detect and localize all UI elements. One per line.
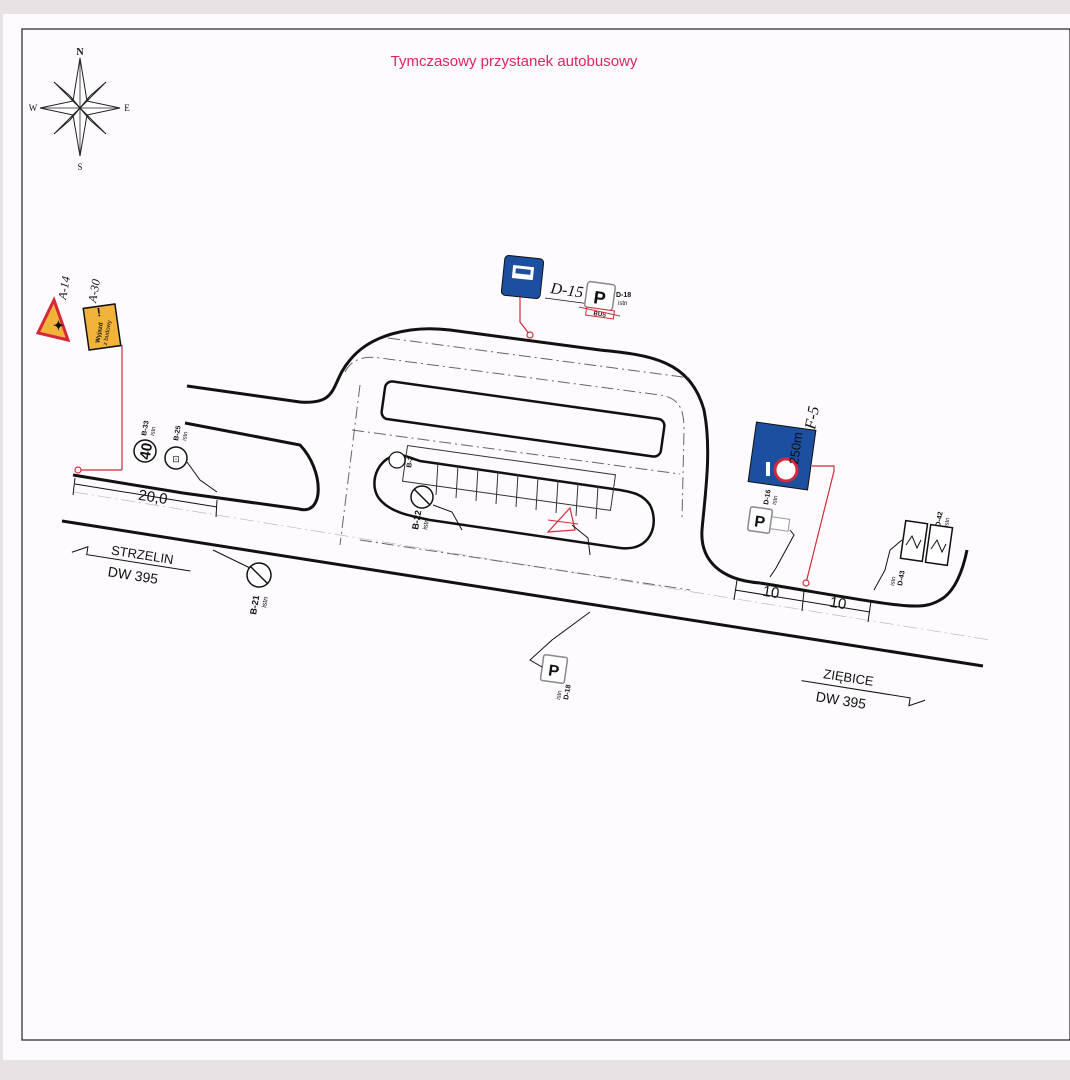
sign-d18-top-plate: BUS (593, 311, 606, 319)
compass-w: W (29, 103, 38, 113)
paper (3, 14, 1070, 1060)
no-entry-icon (388, 451, 406, 469)
sign-b25-note: istn (182, 431, 190, 441)
direction-strzelin: STRZELIN DW 395 (71, 543, 191, 587)
sign-d42-note: istn (944, 517, 952, 527)
compass-s: S (77, 162, 82, 172)
svg-text:40: 40 (137, 442, 157, 461)
sign-d16: P D-16 istn (746, 489, 795, 578)
sign-b33-code: B-33 (141, 420, 151, 436)
dimension-right: 10 10 (733, 579, 872, 623)
sign-b22: B-22 istn (410, 485, 463, 530)
compass-rose: N S W E (29, 47, 131, 172)
no-overtaking-icon (164, 446, 188, 470)
main-road (61, 421, 991, 668)
sign-d43-note: istn (890, 576, 898, 586)
sign-f5: 250m F-5 (747, 405, 835, 587)
speed-limit-icon (133, 439, 157, 463)
sign-d15-code: D-15 (548, 280, 584, 302)
traffic-island (380, 380, 666, 458)
sign-d18-top: P BUS D-18 istn (578, 280, 631, 320)
sign-b33-b25: 40 ⊡ B-33 istn B-25 istn (133, 420, 218, 493)
dimension-left-label: 20,0 (137, 487, 169, 508)
sign-b22-code: B-22 (410, 509, 423, 530)
construction-exit-plate (82, 303, 122, 351)
direction-left-road: DW 395 (107, 563, 160, 587)
sign-b21: B-21 istn (212, 549, 272, 615)
a30-plate-line-2: z budowy (103, 320, 113, 346)
svg-text:⊡: ⊡ (172, 454, 180, 464)
compass-e: E (124, 103, 130, 113)
sign-d18-top-code: D-18 (616, 292, 631, 299)
sign-b2: B-2 (388, 451, 415, 469)
platform-marking (546, 506, 591, 556)
bus-bay-curb (186, 327, 761, 585)
direction-ziebice: ZIĘBICE DW 395 (801, 666, 926, 712)
direction-right-road: DW 395 (815, 688, 868, 712)
sign-d18-top-note: istn (618, 301, 627, 307)
sign-d42-d43: D-42 istn D-43 istn (873, 511, 954, 591)
sign-d18-bottom-code: D-18 (563, 684, 573, 700)
plan-title: Tymczasowy przystanek autobusowy (391, 53, 638, 70)
sign-b33-note: istn (150, 426, 158, 436)
svg-text:P: P (753, 513, 766, 531)
sign-a14-a30: ✦ ! Wyjazd z budowy A-14 A-30 (35, 275, 123, 474)
sign-f5-distance: 250m (786, 431, 805, 465)
sign-b21-code: B-21 (248, 594, 261, 615)
a30-plate-line-1: Wyjazd (95, 322, 105, 344)
bus-platform (373, 453, 655, 550)
sign-d42-code: D-42 (935, 511, 945, 527)
road-edge-north-right (759, 549, 969, 608)
sign-d16-code: D-16 (763, 489, 773, 505)
sign-d16-note: istn (772, 495, 780, 505)
sign-a14-code: A-14 (55, 275, 73, 301)
sign-d18-bottom-note: istn (556, 690, 564, 700)
bus-stop-ahead-sign-icon (747, 421, 817, 491)
svg-text:P: P (547, 662, 560, 680)
sign-d18-bottom: P D-18 istn (529, 611, 591, 700)
compass-n: N (76, 47, 84, 58)
lane-markings (339, 337, 691, 591)
dimension-right-b: 10 (828, 594, 847, 613)
warning-triangle-icon (35, 296, 71, 343)
drawing-frame (21, 28, 1070, 1041)
platform-hatching (401, 444, 617, 520)
sign-b21-note: istn (261, 596, 270, 608)
sign-a30-code: A-30 (85, 278, 103, 304)
sign-b2-code: B-2 (406, 456, 415, 468)
svg-text:P: P (592, 287, 607, 308)
sign-b22-note: istn (422, 518, 431, 530)
sign-d15: D-15 (500, 255, 591, 339)
svg-text:✦: ✦ (53, 318, 64, 333)
sign-b25-code: B-25 (173, 425, 183, 441)
svg-text:!: ! (96, 305, 102, 319)
road-edge-north (72, 421, 320, 512)
parking-sign-icon-d18 (539, 653, 569, 685)
road-edge-south (61, 519, 984, 668)
dimension-left: 20,0 (72, 477, 218, 518)
sign-d43-code: D-43 (897, 570, 907, 586)
dimension-right-a: 10 (761, 583, 780, 602)
sign-f5-code: F-5 (802, 405, 823, 432)
